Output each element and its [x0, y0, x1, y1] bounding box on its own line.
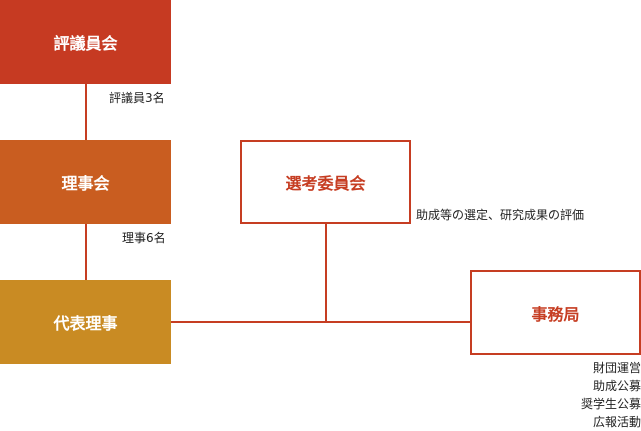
secretariat-duty-item: 財団運営 [592, 361, 641, 375]
board-label: 理事会 [61, 174, 110, 193]
committee-connector [325, 223, 327, 322]
council-board-connector [85, 84, 87, 140]
selection-committee-box: 選考委員会 [240, 140, 411, 224]
board-members-note: 理事6名 [122, 231, 166, 245]
council-members-note: 評議員3名 [109, 91, 165, 105]
secretariat-duty-item: 奨学生公募 [580, 397, 641, 411]
representative-box: 代表理事 [0, 280, 171, 364]
secretariat-duty-item: 助成公募 [592, 379, 641, 393]
selection-committee-label: 選考委員会 [285, 174, 366, 193]
secretariat-label: 事務局 [531, 304, 580, 324]
secretariat-duty-item: 広報活動 [592, 415, 641, 429]
secretariat-duties-list: 財団運営 助成公募 奨学生公募 広報活動 [581, 359, 641, 431]
representative-secretariat-connector [170, 321, 471, 323]
secretariat-box: 事務局 [470, 270, 641, 355]
representative-label: 代表理事 [53, 314, 118, 333]
council-label: 評議員会 [53, 34, 118, 53]
board-box: 理事会 [0, 140, 171, 224]
selection-duties-note: 助成等の選定、研究成果の評価 [416, 208, 585, 222]
board-representative-connector [85, 224, 87, 280]
council-box: 評議員会 [0, 0, 171, 84]
